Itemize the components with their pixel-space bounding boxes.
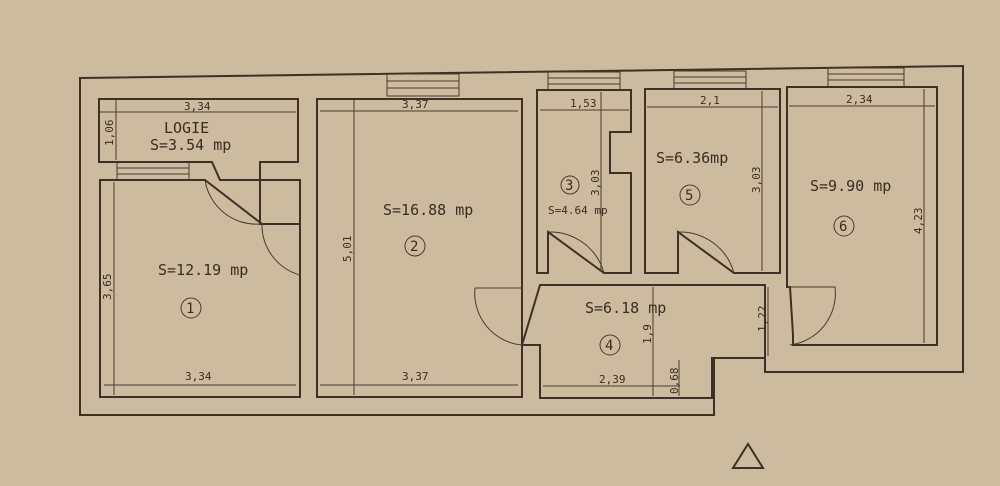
room-4-height: 1,9 bbox=[641, 324, 654, 344]
door-6 bbox=[787, 286, 836, 346]
room-4-number: 4 bbox=[605, 338, 613, 354]
room-6-entry: 1,22 bbox=[756, 306, 769, 333]
door-1 bbox=[261, 223, 301, 276]
room-5-width: 2,1 bbox=[700, 94, 720, 107]
room-5-area: S=6.36mp bbox=[656, 149, 728, 167]
room-logie-area: S=3.54 mp bbox=[150, 136, 231, 154]
room-logie-height: 1,06 bbox=[103, 120, 116, 147]
room-1-area: S=12.19 mp bbox=[158, 261, 248, 279]
room-5-number: 5 bbox=[685, 188, 693, 204]
room-5-height: 3,03 bbox=[750, 167, 763, 194]
room-3-width: 1,53 bbox=[570, 97, 597, 110]
room-4-width: 2,39 bbox=[599, 373, 626, 386]
room-4-area: S=6.18 mp bbox=[585, 299, 666, 317]
room-4 bbox=[520, 284, 766, 399]
room-logie-name: LOGIE bbox=[164, 119, 209, 137]
doors bbox=[204, 179, 836, 346]
room-4-step: 0,68 bbox=[668, 368, 681, 395]
room-2-area: S=16.88 mp bbox=[383, 201, 473, 219]
dimension-lines bbox=[100, 89, 935, 396]
door-5 bbox=[677, 231, 735, 274]
room-2-number: 2 bbox=[410, 239, 418, 255]
room-1-height: 3,65 bbox=[101, 274, 114, 301]
room-1-number: 1 bbox=[186, 301, 194, 317]
room-6-area: S=9.90 mp bbox=[810, 177, 891, 195]
room-5 bbox=[644, 88, 781, 274]
room-1 bbox=[99, 179, 301, 398]
room-3-area: S=4.64 mp bbox=[548, 204, 608, 217]
room-6-width: 2,34 bbox=[846, 93, 873, 106]
closet bbox=[259, 179, 301, 225]
room-6-number: 6 bbox=[839, 219, 847, 235]
room-2-width-bottom: 3,37 bbox=[402, 370, 429, 383]
room-logie-width: 3,34 bbox=[184, 100, 211, 113]
room-2-width-top: 3,37 bbox=[402, 98, 429, 111]
north-marker-triangle-icon bbox=[731, 442, 765, 469]
room-2 bbox=[316, 98, 523, 398]
room-3 bbox=[536, 89, 632, 274]
windows bbox=[116, 67, 905, 181]
door-2 bbox=[474, 287, 523, 346]
room-2-height: 5,01 bbox=[341, 236, 354, 263]
room-walls bbox=[98, 86, 938, 399]
room-3-height: 3,03 bbox=[589, 170, 602, 197]
room-1-width: 3,34 bbox=[185, 370, 212, 383]
door-logie bbox=[204, 179, 261, 225]
room-6-height: 4,23 bbox=[912, 208, 925, 235]
room-3-number: 3 bbox=[565, 178, 573, 194]
